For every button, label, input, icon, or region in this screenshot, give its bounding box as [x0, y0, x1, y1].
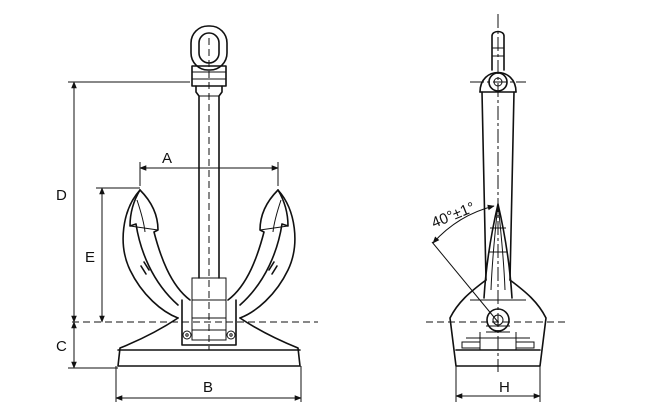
label-d: D	[56, 187, 67, 204]
side-view: 40°±1° H	[426, 14, 568, 402]
front-view: A B C D E	[56, 25, 318, 402]
label-c: C	[56, 338, 67, 355]
front-right-arm	[227, 189, 296, 319]
angle-arc	[432, 204, 495, 244]
label-angle: 40°±1°	[429, 199, 477, 232]
front-crown	[181, 277, 237, 346]
angle-reference-line	[431, 241, 499, 323]
label-h: H	[499, 379, 510, 396]
label-b: B	[203, 379, 213, 396]
front-left-arm	[122, 189, 191, 319]
side-shank	[481, 91, 515, 281]
label-a: A	[162, 150, 172, 167]
label-e: E	[85, 249, 95, 266]
